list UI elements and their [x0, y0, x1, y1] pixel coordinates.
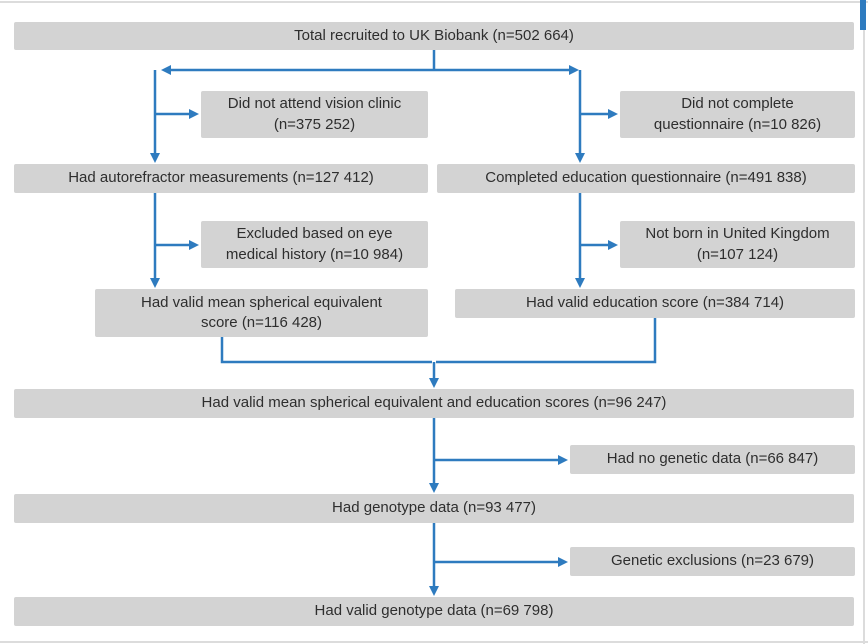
scrollbar-thumb[interactable] [860, 0, 866, 30]
flow-box-genotype: Had genotype data (n=93 477) [14, 494, 854, 523]
scrollbar-track [863, 0, 865, 644]
flow-box-completed-education: Completed education questionnaire (n=491… [437, 164, 855, 193]
flow-box-valid-education: Had valid education score (n=384 714) [455, 289, 855, 318]
flow-box-no-genetic-data: Had no genetic data (n=66 847) [570, 445, 855, 474]
page-bottom-divider [0, 641, 868, 643]
flow-box-genetic-exclusions: Genetic exclusions (n=23 679) [570, 547, 855, 576]
page-top-divider [0, 1, 868, 3]
connector-merge-right [436, 318, 657, 364]
flow-box-autorefractor: Had autorefractor measurements (n=127 41… [14, 164, 428, 193]
flow-box-eye-history-excluded: Excluded based on eye medical history (n… [201, 221, 428, 268]
flow-box-valid-both: Had valid mean spherical equivalent and … [14, 389, 854, 418]
flow-box-valid-genotype: Had valid genotype data (n=69 798) [14, 597, 854, 626]
flow-box-no-questionnaire: Did not complete questionnaire (n=10 826… [620, 91, 855, 138]
connector-merge-left [220, 337, 432, 364]
flow-box-total: Total recruited to UK Biobank (n=502 664… [14, 22, 854, 50]
flow-box-no-vision-clinic: Did not attend vision clinic (n=375 252) [201, 91, 428, 138]
flow-box-valid-mse: Had valid mean spherical equivalent scor… [95, 289, 428, 337]
flow-box-not-born-uk: Not born in United Kingdom (n=107 124) [620, 221, 855, 268]
